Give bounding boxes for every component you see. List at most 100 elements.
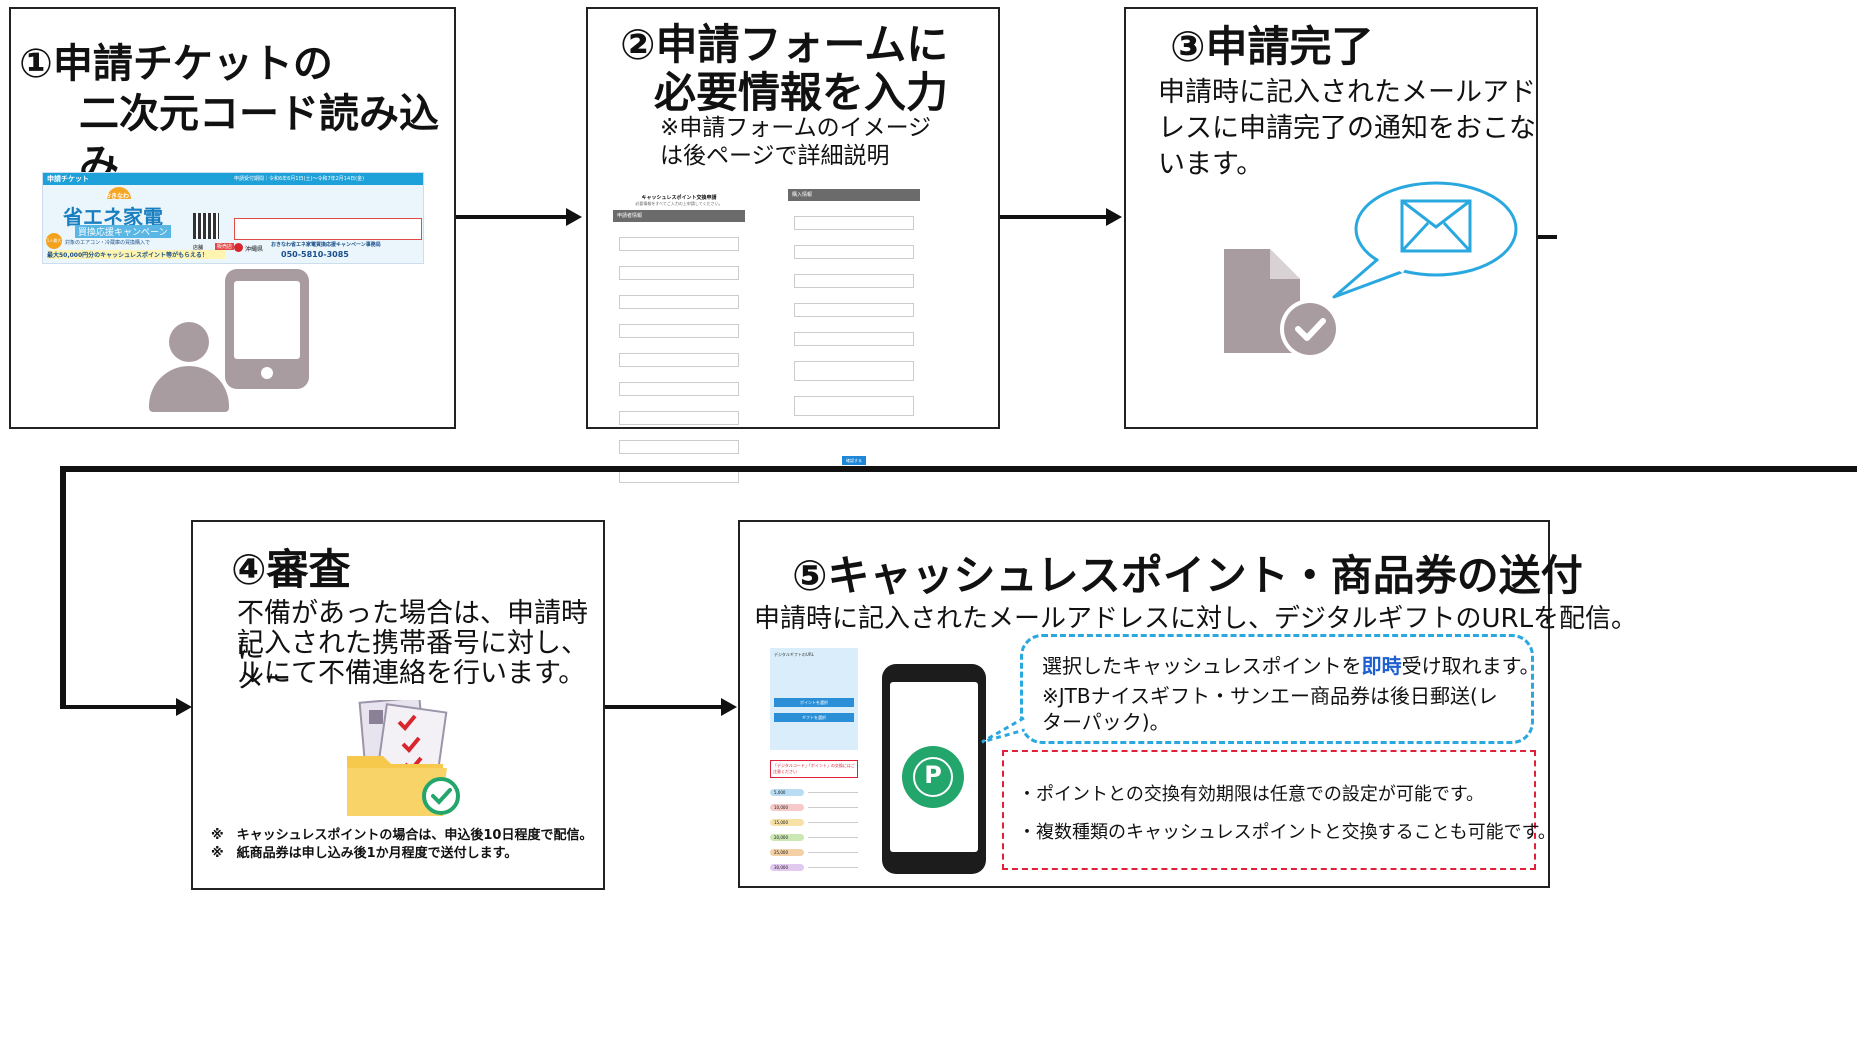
document-check-icon (1220, 249, 1340, 361)
note-line1: ・ポイントとの交換有効期限は任意での設定が可能です。 (1018, 784, 1485, 805)
arrow-3-exit (1538, 235, 1557, 239)
gift-row-value: 5,000 (770, 789, 804, 796)
arrow-4-to-5 (605, 705, 723, 709)
ticket-target: 対象のエアコン・冷蔵庫の買換購入で (65, 240, 151, 246)
connector-left (60, 466, 66, 709)
ticket-red-box (234, 218, 422, 240)
gift-mock-card: デジタルギフトのURL ポイントを選択 ギフトを選択 (770, 648, 858, 750)
info-bubble-tail (980, 716, 1026, 744)
step2-title-line2: 必要情報を入力 (654, 68, 949, 117)
ticket-promo: 最大50,000円分のキャッシュレスポイント等がもらえる！ (47, 250, 225, 259)
step2-box: ②申請フォームに 必要情報を入力 ※申請フォームのイメージ は後ページで詳細説明… (586, 7, 1000, 483)
step3-box: ③申請完了 申請時に記入されたメールアド レスに申請完了の通知をおこな います。 (1124, 7, 1538, 429)
gift-mock-card-text: デジタルギフトのURL (774, 652, 814, 657)
gift-row: 20,000 (770, 831, 858, 844)
info-bubble-line1-pre: 選択したキャッシュレスポイントを (1042, 654, 1362, 678)
connector-top (60, 466, 1857, 472)
gift-row-value: 15,000 (770, 819, 804, 826)
ticket-image: 申請チケット 申請受付期間｜令和6年6月1日(土)〜令和7年2月14日(金) お… (42, 172, 424, 264)
arrow-1-to-2 (456, 215, 568, 219)
ticket-pref-name: 沖縄県 (245, 246, 264, 253)
step5-subtitle: 申請時に記入されたメールアドレスに対し、デジタルギフトのURLを配信。 (754, 604, 1638, 634)
connector-to-step4 (60, 705, 178, 709)
gift-mock-rows: 5,000 10,000 15,000 20,000 25,000 30,000 (770, 786, 858, 874)
form-mock-left: キャッシュレスポイント交換申請 必要情報をすべてご入力の上申請してください。 申… (613, 194, 745, 483)
gift-mock: デジタルギフトのURL ポイントを選択 ギフトを選択 「デジタルコード」「ポイン… (770, 648, 858, 876)
gift-mock-button2: ギフトを選択 (774, 713, 854, 722)
info-bubble-line3: ターパック)。 (1042, 710, 1170, 734)
gift-row-value: 20,000 (770, 834, 804, 841)
gift-row-line (808, 792, 858, 793)
ticket-logo-small: おきなわ (105, 193, 130, 200)
step4-title: ④審査 (231, 545, 351, 594)
note-line2: ・複数種類のキャッシュレスポイントと交換することも可能です。 (1018, 822, 1556, 843)
gift-row-value: 10,000 (770, 804, 804, 811)
smartphone-point-icon: P (882, 664, 986, 874)
step2-note-line1: ※申請フォームのイメージ (660, 115, 932, 141)
info-bubble-emphasis: 即時 (1361, 654, 1402, 678)
gift-row: 25,000 (770, 846, 858, 859)
form-mock-title: キャッシュレスポイント交換申請 (641, 195, 717, 201)
ticket-header: 申請チケット (43, 173, 232, 185)
gift-row: 5,000 (770, 786, 858, 799)
gift-row: 30,000 (770, 861, 858, 874)
arrow-2-to-3 (1000, 215, 1108, 219)
ticket-store-button: 販売店 (215, 243, 235, 250)
step3-body-line2: レスに申請完了の通知をおこな (1158, 113, 1536, 144)
step5-box: ⑤キャッシュレスポイント・商品券の送付 申請時に記入されたメールアドレスに対し、… (738, 520, 1637, 888)
connector-to-step4-head (176, 698, 192, 716)
point-circle-icon: P (902, 746, 964, 808)
info-bubble (1020, 634, 1534, 744)
step3-title: ③申請完了 (1170, 22, 1374, 71)
ticket-phone: 050-5810-3085 (281, 250, 349, 259)
folder-checklist-icon (333, 696, 463, 818)
arrow-2-to-3-head (1106, 208, 1122, 226)
note-box (1002, 750, 1536, 870)
gift-row-line (808, 867, 858, 868)
step1-box: ①申請チケットの 二次元コード読み込み 申請チケット 申請受付期間｜令和6年6月… (9, 7, 456, 429)
form-mock-section-right: 購入情報 (788, 189, 920, 201)
step5-title: ⑤キャッシュレスポイント・商品券の送付 (792, 551, 1583, 600)
form-mock-section-left: 申請者情報 (613, 210, 745, 222)
info-bubble-line1: 選択したキャッシュレスポイントを即時受け取れます。 (1042, 650, 1540, 679)
gift-row: 15,000 (770, 816, 858, 829)
form-mock-submit: 確認する (842, 456, 866, 465)
ticket-office-name: おきなわ省エネ家電買換応援キャンペーン事務局 (271, 242, 381, 248)
gift-mock-warning: 「デジタルコード」「ポイント」の交換にはご注意ください (770, 760, 858, 778)
step4-box: ④審査 不備があった場合は、申請時に 記入された携帯番号に対し、メー ルにて不備… (191, 520, 605, 890)
step1-title-line1: ①申請チケットの (19, 41, 333, 87)
form-mock-right: 購入情報 確認する (788, 189, 920, 465)
step4-body-line2: 記入された携帯番号に対し、メー (237, 628, 588, 696)
arrow-1-to-2-head (566, 208, 582, 226)
ticket-logo-sub: 買換応援キャンペーン (75, 225, 171, 238)
ticket-pref-logo (234, 243, 243, 252)
step3-body-line1: 申請時に記入されたメールアド (1158, 77, 1536, 108)
gift-row-line (808, 807, 858, 808)
step1-title-line2: 二次元コード読み込み (79, 91, 439, 187)
arrow-4-to-5-head (721, 698, 737, 716)
ticket-badge: 1人最大 (46, 233, 62, 249)
gift-row-line (808, 852, 858, 853)
info-bubble-line2: ※JTBナイスギフト・サンエー商品券は後日郵送(レ (1042, 684, 1498, 708)
step2-note-line2: は後ページで詳細説明 (660, 143, 890, 169)
gift-row-line (808, 822, 858, 823)
gift-row-line (808, 837, 858, 838)
gift-mock-button1: ポイントを選択 (774, 698, 854, 707)
ticket-period: 申請受付期間｜令和6年6月1日(土)〜令和7年2月14日(金) (232, 173, 423, 185)
step4-note2: ※ 紙商品券は申し込み後1か月程度で送付します。 (211, 846, 518, 861)
info-bubble-line1-post: 受け取れます。 (1401, 654, 1540, 678)
step4-body-line1: 不備があった場合は、申請時に (237, 598, 588, 666)
person-icon (149, 322, 229, 412)
gift-row-value: 25,000 (770, 849, 804, 856)
step2-title-line1: ②申請フォームに (620, 20, 949, 69)
point-mark: P (924, 761, 942, 789)
step4-body-line3: ルにて不備連絡を行います。 (237, 658, 586, 689)
step4-note1: ※ キャッシュレスポイントの場合は、申込後10日程度で配信。 (211, 828, 593, 843)
ticket-store-label: 店舗 (193, 245, 204, 251)
envelope-icon (1326, 177, 1522, 307)
ticket-qr-code (193, 213, 219, 239)
step3-body-line3: います。 (1158, 149, 1264, 180)
form-mock-subtitle: 必要情報をすべてご入力の上申請してください。 (635, 201, 723, 206)
gift-row: 10,000 (770, 801, 858, 814)
gift-row-value: 30,000 (770, 864, 804, 871)
